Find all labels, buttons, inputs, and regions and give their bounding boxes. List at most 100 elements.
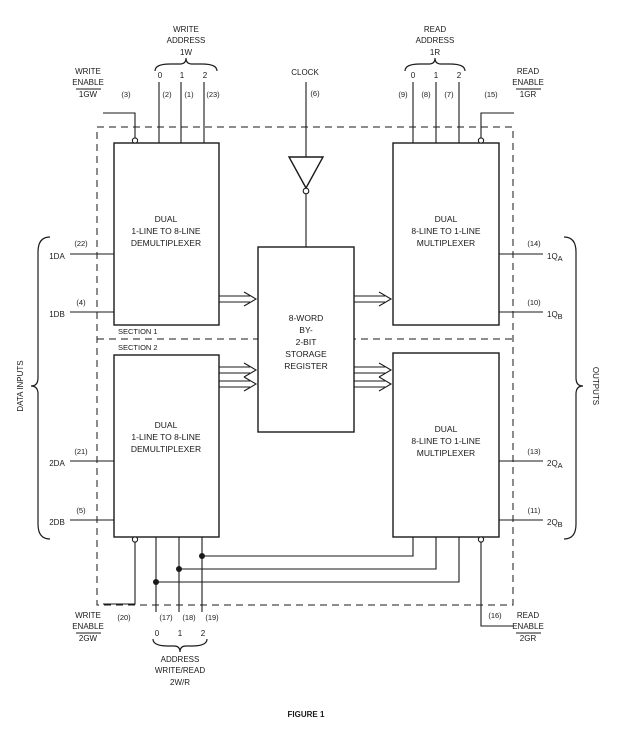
re2-pin: (16)	[488, 611, 502, 620]
we2-bubble	[131, 536, 139, 543]
input-2db-pin: (5)	[76, 506, 86, 515]
we2-line	[103, 542, 136, 605]
wa-bit-1: 1	[180, 71, 185, 80]
awr-group: 2W/R	[170, 678, 190, 687]
re1-bubble	[477, 137, 485, 144]
input-1da-label: 1DA	[49, 252, 65, 261]
read-address-group: 1R	[430, 48, 440, 57]
mux1-line2: 8-LINE TO 1-LINE	[411, 226, 480, 236]
section-1-label: SECTION 1	[118, 327, 158, 336]
re2-signal: 2GR	[520, 634, 537, 643]
we1-pin: (3)	[121, 90, 131, 99]
write-address-group: 1W	[180, 48, 192, 57]
bus-arrow-demux2-to-register-b	[219, 376, 258, 392]
clock-label: CLOCK	[291, 68, 319, 77]
awr-pin-2: (19)	[205, 613, 219, 622]
awr-bit-1: 1	[178, 629, 183, 638]
output-1qa-pin: (14)	[527, 239, 541, 248]
output-2qb-pin: (11)	[528, 506, 541, 515]
output-1qb-label: 1QB	[547, 310, 563, 321]
outputs-brace	[563, 236, 584, 540]
re1-line2: ENABLE	[512, 78, 544, 87]
demultiplexer-1-block	[113, 142, 220, 326]
figure-caption: FIGURE 1	[288, 710, 325, 719]
wa-pin-1: (1)	[184, 90, 194, 99]
ra-pin-0: (9)	[398, 90, 408, 99]
demux1-line3: DEMULTIPLEXER	[131, 238, 201, 248]
re1-line1: READ	[517, 67, 539, 76]
input-1da-pin: (22)	[74, 239, 88, 248]
input-2da-pin: (21)	[74, 447, 88, 456]
bus-arrow-demux1-to-register	[219, 291, 258, 307]
ra-pin-1: (8)	[421, 90, 431, 99]
demux1-line1: DUAL	[155, 214, 178, 224]
input-2da-label: 2DA	[49, 459, 65, 468]
register-line3: 2-BIT	[296, 337, 317, 347]
junction-dot-2	[199, 553, 205, 559]
clock-pin: (6)	[310, 89, 320, 98]
awr-line2: WRITE/READ	[155, 666, 205, 675]
package-boundary	[96, 126, 514, 606]
clock-inverter-bubble	[302, 187, 310, 195]
ra-bit-2: 2	[457, 71, 462, 80]
we2-pin: (20)	[117, 613, 131, 622]
awr-pin-1: (18)	[182, 613, 196, 622]
section-2-label: SECTION 2	[118, 343, 158, 352]
demux2-line2: 1-LINE TO 8-LINE	[131, 432, 200, 442]
awr-bit-0: 0	[155, 629, 160, 638]
read-address-brace	[404, 57, 466, 72]
demultiplexer-2-block	[113, 354, 220, 538]
wa-pin-2: (23)	[206, 90, 220, 99]
data-inputs-brace	[30, 236, 51, 540]
register-line4: STORAGE	[285, 349, 327, 359]
bus-arrow-register-to-mux1	[354, 291, 393, 307]
multiplexer-1-block	[392, 142, 500, 326]
re2-line	[480, 542, 514, 627]
bus-arrow-register-to-mux2-a	[354, 362, 393, 378]
re1-pin: (15)	[484, 90, 498, 99]
ra-bit-1: 1	[434, 71, 439, 80]
write-address-title1: WRITE	[173, 25, 199, 34]
we1-bubble	[131, 137, 139, 144]
clock-buffer-icon	[287, 156, 325, 190]
awr-bit-2: 2	[201, 629, 206, 638]
we2-line1: WRITE	[75, 611, 101, 620]
awr-cross-2	[202, 537, 414, 557]
ra-bit-0: 0	[411, 71, 416, 80]
demux1-line2: 1-LINE TO 8-LINE	[131, 226, 200, 236]
re1-line	[480, 112, 514, 138]
re2-line2: ENABLE	[512, 622, 544, 631]
bus-arrow-demux2-to-register-a	[219, 362, 258, 378]
write-address-brace	[154, 57, 218, 72]
demux2-line1: DUAL	[155, 420, 178, 430]
junction-dot-1	[176, 566, 182, 572]
we1-line1: WRITE	[75, 67, 101, 76]
output-1qa-label: 1QA	[547, 252, 563, 263]
data-inputs-label: DATA INPUTS	[16, 360, 25, 411]
bus-arrow-register-to-mux2-b	[354, 376, 393, 392]
register-line5: REGISTER	[284, 361, 327, 371]
mux1-line1: DUAL	[435, 214, 458, 224]
re1-signal: 1GR	[520, 90, 537, 99]
awr-pin-0: (17)	[159, 613, 173, 622]
input-1db-pin: (4)	[76, 298, 86, 307]
we1-line	[103, 112, 136, 138]
output-1qb-pin: (10)	[527, 298, 541, 307]
input-2db-label: 2DB	[49, 518, 65, 527]
read-address-title1: READ	[424, 25, 446, 34]
awr-brace	[152, 638, 208, 653]
wa-bit-2: 2	[203, 71, 208, 80]
we1-line2: ENABLE	[72, 78, 104, 87]
re2-bubble	[477, 536, 485, 543]
we1-signal: 1GW	[79, 90, 98, 99]
we2-line2: ENABLE	[72, 622, 104, 631]
junction-dot-0	[153, 579, 159, 585]
mux2-line1: DUAL	[435, 424, 458, 434]
output-2qa-pin: (13)	[527, 447, 541, 456]
outputs-label: OUTPUTS	[591, 367, 600, 405]
multiplexer-2-block	[392, 352, 500, 538]
wa-pin-0: (2)	[162, 90, 172, 99]
mux2-line3: MULTIPLEXER	[417, 448, 475, 458]
register-line2: BY-	[299, 325, 313, 335]
